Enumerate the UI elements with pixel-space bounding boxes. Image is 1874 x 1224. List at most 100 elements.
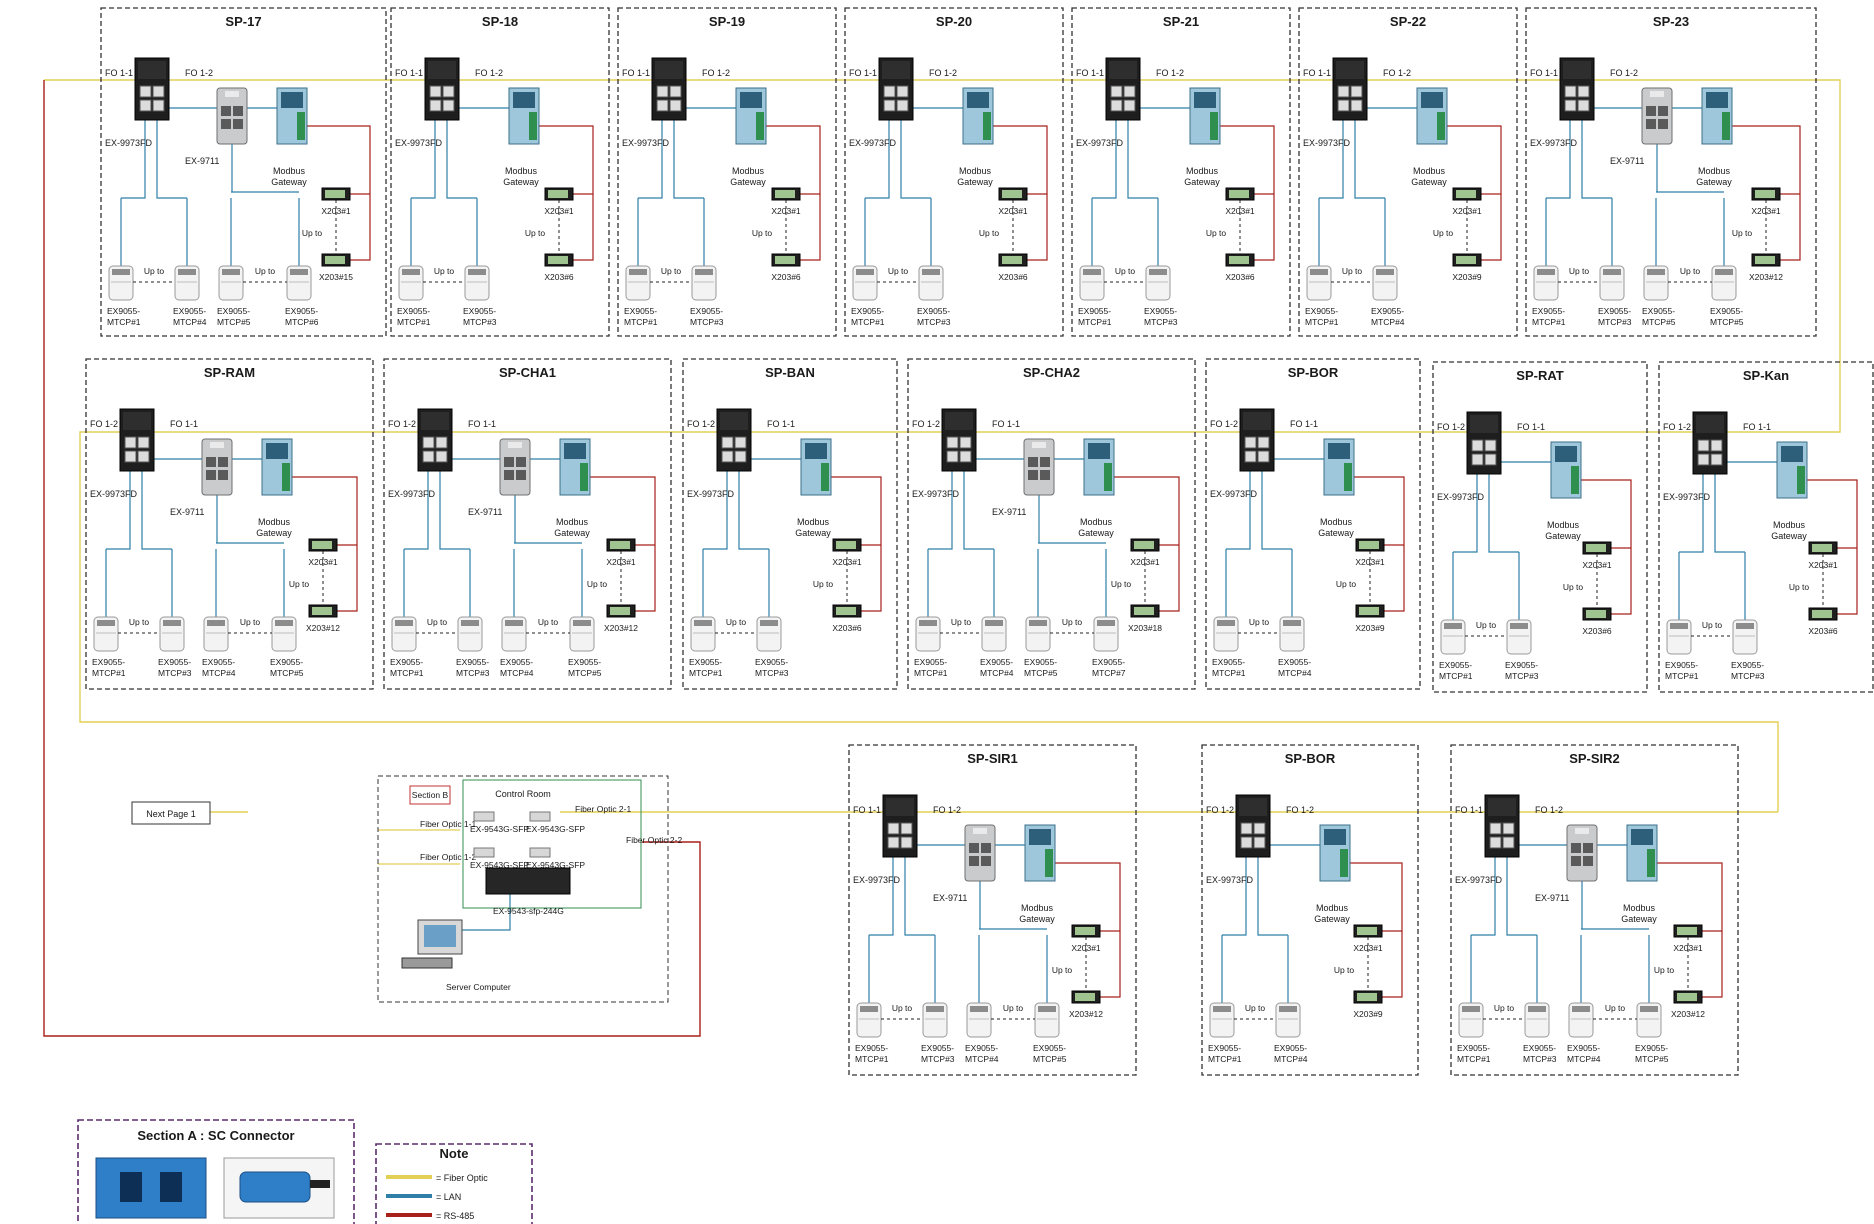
gateway-label-2: Gateway xyxy=(1184,177,1220,187)
gateway-label-2: Gateway xyxy=(1771,531,1807,541)
meter-display xyxy=(1647,269,1665,275)
power-meter-icon xyxy=(1279,616,1305,652)
fo-right-label: FO 1-2 xyxy=(702,68,730,78)
lan-wire xyxy=(928,471,953,550)
station-border xyxy=(848,744,1137,1076)
x203-display-icon xyxy=(1355,604,1385,618)
x203-display-icon xyxy=(1355,538,1385,552)
meter-label-2: MTCP#3 xyxy=(1144,317,1178,327)
fo-right-label: FO 1-1 xyxy=(1517,422,1545,432)
sfp-module-icon xyxy=(473,847,495,858)
lan-wire xyxy=(1274,458,1329,495)
display-label-first: X203#1 xyxy=(1353,943,1383,953)
upto-label: Up to xyxy=(427,617,448,627)
power-meter-icon xyxy=(1599,265,1625,301)
gateway-label-2: Gateway xyxy=(1545,531,1581,541)
switch-port xyxy=(1240,822,1253,835)
switch-label: EX-9973FD xyxy=(1437,492,1485,502)
gateway-panel xyxy=(1555,446,1577,462)
power-meter-icon xyxy=(1524,1002,1550,1038)
switch-port xyxy=(1257,450,1270,463)
meter-label-2: MTCP#5 xyxy=(1710,317,1744,327)
fo-left-label: FO 1-1 xyxy=(849,68,877,78)
station-border xyxy=(1432,361,1648,693)
rs485-wire xyxy=(1732,125,1801,195)
modbus-gateway-icon xyxy=(800,438,832,496)
meter-label-1: EX9055- xyxy=(107,306,140,316)
rs485-wire xyxy=(573,194,594,261)
meter-label-1: EX9055- xyxy=(1078,306,1111,316)
station-title: SP-Kan xyxy=(1743,368,1789,383)
rs485-wire xyxy=(1780,194,1801,261)
converter-port xyxy=(1583,843,1593,853)
gateway-panel xyxy=(1088,443,1110,459)
switch-port xyxy=(896,99,909,112)
rs485-wire xyxy=(1220,125,1275,195)
rs485-wire xyxy=(1611,548,1632,615)
lan-wire xyxy=(751,458,806,495)
fo-right-label: FO 1-1 xyxy=(468,419,496,429)
lan-wire xyxy=(1140,107,1195,144)
station-title: SP-SIR2 xyxy=(1569,751,1620,766)
converter-body xyxy=(499,438,531,496)
meter-display xyxy=(1029,620,1047,626)
upto-label: Up to xyxy=(525,228,546,238)
station-title: SP-SIR1 xyxy=(967,751,1018,766)
section-a-title: Section A : SC Connector xyxy=(137,1128,294,1143)
switch-top-panel xyxy=(1336,61,1364,79)
station-title: SP-BOR xyxy=(1285,751,1336,766)
station-title: SP-20 xyxy=(936,14,972,29)
meter-display xyxy=(1736,623,1754,629)
switch-label: EX-9973FD xyxy=(90,489,138,499)
switch-top-panel xyxy=(138,61,166,79)
modbus-gateway-icon xyxy=(508,87,540,145)
meter-label-2: MTCP#5 xyxy=(217,317,251,327)
gateway-label-1: Modbus xyxy=(1773,520,1806,530)
converter-port xyxy=(1028,470,1038,480)
power-meter-icon xyxy=(1666,619,1692,655)
x203-display-icon xyxy=(321,253,351,267)
meter-label-1: EX9055- xyxy=(1033,1043,1066,1053)
fo-left-label: FO 1-2 xyxy=(912,419,940,429)
upto-label: Up to xyxy=(1789,582,1810,592)
meter-label-1: EX9055- xyxy=(568,657,601,667)
sfp-module-icon xyxy=(529,811,551,822)
meter-label-1: EX9055- xyxy=(456,657,489,667)
gateway-label-1: Modbus xyxy=(1698,166,1731,176)
rs485-wire xyxy=(635,545,656,612)
meter-label-2: MTCP#5 xyxy=(1642,317,1676,327)
power-meter-icon xyxy=(1643,265,1669,301)
managed-switch-icon xyxy=(417,408,453,472)
upto-label: Up to xyxy=(1334,965,1355,975)
switch-label: EX-9973FD xyxy=(388,489,436,499)
switch-port xyxy=(1110,85,1123,98)
display-label-last: X203#9 xyxy=(1452,272,1482,282)
lan-wire xyxy=(1714,474,1745,553)
display-label-last: X203#6 xyxy=(544,272,574,282)
rs485-wire xyxy=(1254,194,1275,261)
display-screen xyxy=(836,607,856,615)
display-screen xyxy=(1586,544,1606,552)
switch-port xyxy=(435,450,448,463)
switch-label: EX-9973FD xyxy=(1303,138,1351,148)
display-label-last: X203#12 xyxy=(306,623,340,633)
sfp-label: EX-9543G-SFP xyxy=(526,860,585,870)
meter-label-2: MTCP#5 xyxy=(1024,668,1058,678)
upto-label: Up to xyxy=(892,1003,913,1013)
meter-label-1: EX9055- xyxy=(463,306,496,316)
switch-port xyxy=(1710,439,1723,452)
power-meter-icon xyxy=(1209,1002,1235,1038)
switch-port xyxy=(1240,836,1253,849)
display-label-first: X203#1 xyxy=(1452,206,1482,216)
display-screen xyxy=(1677,927,1697,935)
station-border xyxy=(1450,744,1739,1076)
fo-left-label: FO 1-2 xyxy=(388,419,416,429)
display-label-last: X203#12 xyxy=(1069,1009,1103,1019)
meter-display xyxy=(207,620,225,626)
section-b-tag xyxy=(409,785,451,805)
switch-port xyxy=(1253,836,1266,849)
switch-port xyxy=(1577,99,1590,112)
rs485-wire xyxy=(1481,194,1502,261)
